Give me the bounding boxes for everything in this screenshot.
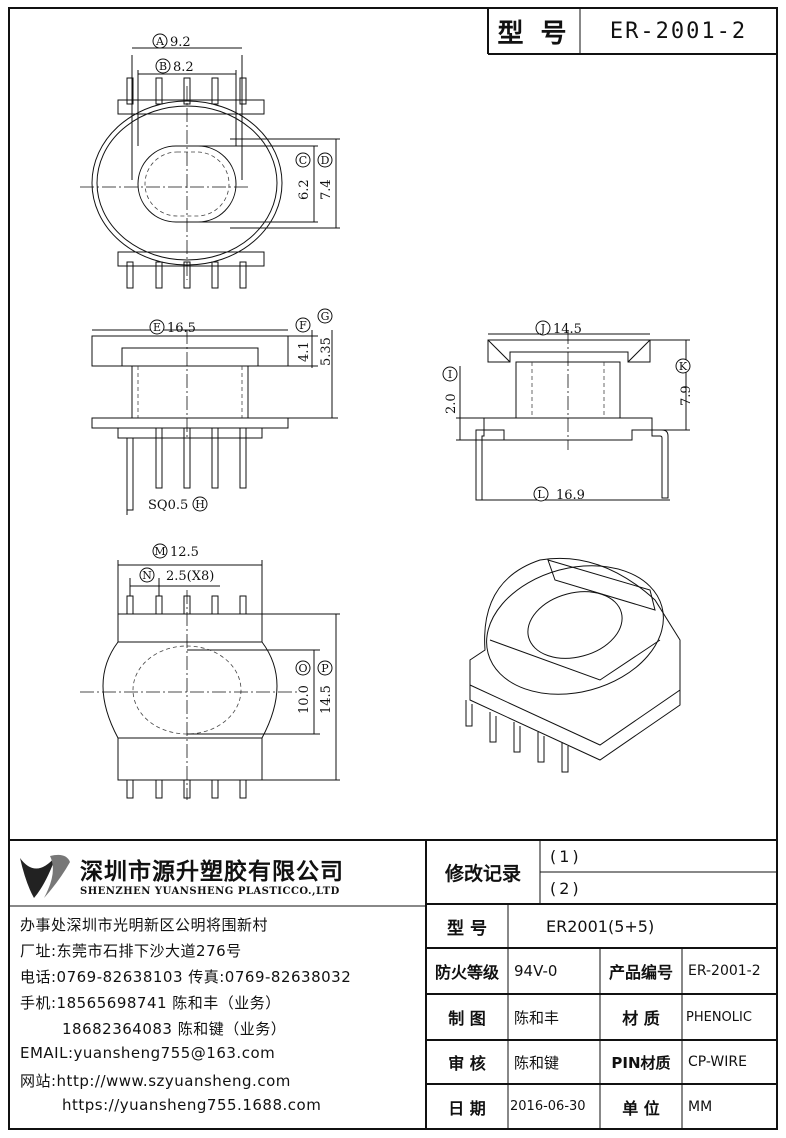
outer-border — [8, 7, 778, 1130]
dim-letter-g: G — [321, 310, 330, 323]
dim-f: 4.1 — [297, 341, 312, 362]
dim-i: 2.0 — [444, 393, 459, 414]
dim-n: 2.5(X8) — [166, 569, 214, 584]
office-address: 办事处深圳市光明新区公明将围新村 — [20, 916, 269, 934]
dim-letter-i: I — [448, 368, 452, 381]
dim-o: 10.0 — [297, 685, 312, 714]
factory-address: 厂址:东莞市石排下沙大道276号 — [20, 942, 242, 960]
dim-letter-c: C — [299, 154, 307, 167]
front-view — [91, 329, 338, 515]
model-label: 型 号 — [447, 918, 487, 939]
dim-letter-b: B — [159, 60, 167, 73]
product-no-label: 产品编号 — [608, 963, 673, 982]
info-table-grid — [425, 840, 777, 1129]
company-logo-icon — [20, 854, 70, 898]
dim-letter-h: H — [195, 498, 205, 511]
product-no-value: ER-2001-2 — [688, 963, 761, 979]
title-model-number: ER-2001-2 — [609, 18, 748, 44]
side-view — [456, 330, 690, 501]
dim-k: 7.9 — [679, 385, 694, 406]
dim-letter-a: A — [155, 35, 165, 48]
dim-a: 9.2 — [170, 35, 191, 50]
dim-letter-p: P — [321, 662, 329, 675]
checked-label: 审 核 — [448, 1054, 486, 1073]
dim-letter-l: L — [537, 488, 545, 501]
dim-letter-j: J — [540, 322, 545, 335]
dim-letter-m: M — [154, 545, 165, 558]
bottom-view — [80, 560, 340, 800]
revision-label: 修改记录 — [444, 862, 521, 885]
date-label: 日 期 — [448, 1098, 486, 1118]
dim-m: 12.5 — [170, 545, 199, 560]
dim-letter-f: F — [299, 319, 307, 332]
unit-value: MM — [688, 1098, 713, 1115]
website-1: 网站:http://www.szyuansheng.com — [20, 1072, 291, 1090]
dim-g: 5.35 — [319, 337, 334, 366]
fire-rating-value: 94V-0 — [514, 962, 558, 980]
dim-letter-o: O — [298, 662, 307, 675]
dim-letter-e: E — [153, 321, 161, 334]
dim-e: 16.5 — [167, 321, 196, 336]
phone-fax: 电话:0769-82638103 传真:0769-82638032 — [20, 968, 352, 986]
mobile-1: 手机:18565698741 陈和丰（业务） — [20, 994, 281, 1012]
dim-d: 7.4 — [319, 179, 334, 200]
drawn-label: 制 图 — [448, 1009, 486, 1028]
material-value: PHENOLIC — [686, 1009, 752, 1025]
drawn-value: 陈和丰 — [514, 1008, 560, 1027]
pin-material-label: PIN材质 — [611, 1053, 671, 1072]
dim-letter-k: K — [679, 360, 688, 373]
revision-1: (1) — [550, 846, 582, 866]
dim-h: SQ0.5 — [148, 498, 188, 513]
dim-l: 16.9 — [556, 488, 585, 503]
email: EMAIL:yuansheng755@163.com — [20, 1044, 276, 1062]
revision-2: (2) — [550, 878, 582, 898]
top-view — [80, 47, 340, 289]
title-model-label: 型 号 — [497, 18, 571, 49]
dim-letter-d: D — [321, 154, 330, 167]
fire-rating-label: 防火等级 — [434, 963, 499, 982]
dim-j: 14.5 — [553, 322, 582, 337]
website-2: https://yuansheng755.1688.com — [62, 1096, 322, 1114]
date-value: 2016-06-30 — [510, 1099, 586, 1114]
model-value: ER2001(5+5) — [546, 916, 655, 936]
dim-letter-n: N — [142, 569, 152, 582]
company-name-cn: 深圳市源升塑胶有限公司 — [80, 859, 344, 885]
checked-value: 陈和键 — [514, 1053, 560, 1072]
pin-material-value: CP-WIRE — [688, 1054, 747, 1070]
dim-b: 8.2 — [173, 60, 194, 75]
dim-c: 6.2 — [297, 179, 312, 200]
unit-label: 单 位 — [622, 1098, 660, 1118]
company-name-en: SHENZHEN YUANSHENG PLASTICCO.,LTD — [80, 886, 340, 897]
mobile-2: 18682364083 陈和键（业务） — [62, 1020, 287, 1038]
dim-letter-circles — [139, 33, 691, 676]
isometric-view — [465, 557, 681, 773]
dim-p: 14.5 — [319, 685, 334, 714]
material-label: 材 质 — [622, 1009, 660, 1028]
